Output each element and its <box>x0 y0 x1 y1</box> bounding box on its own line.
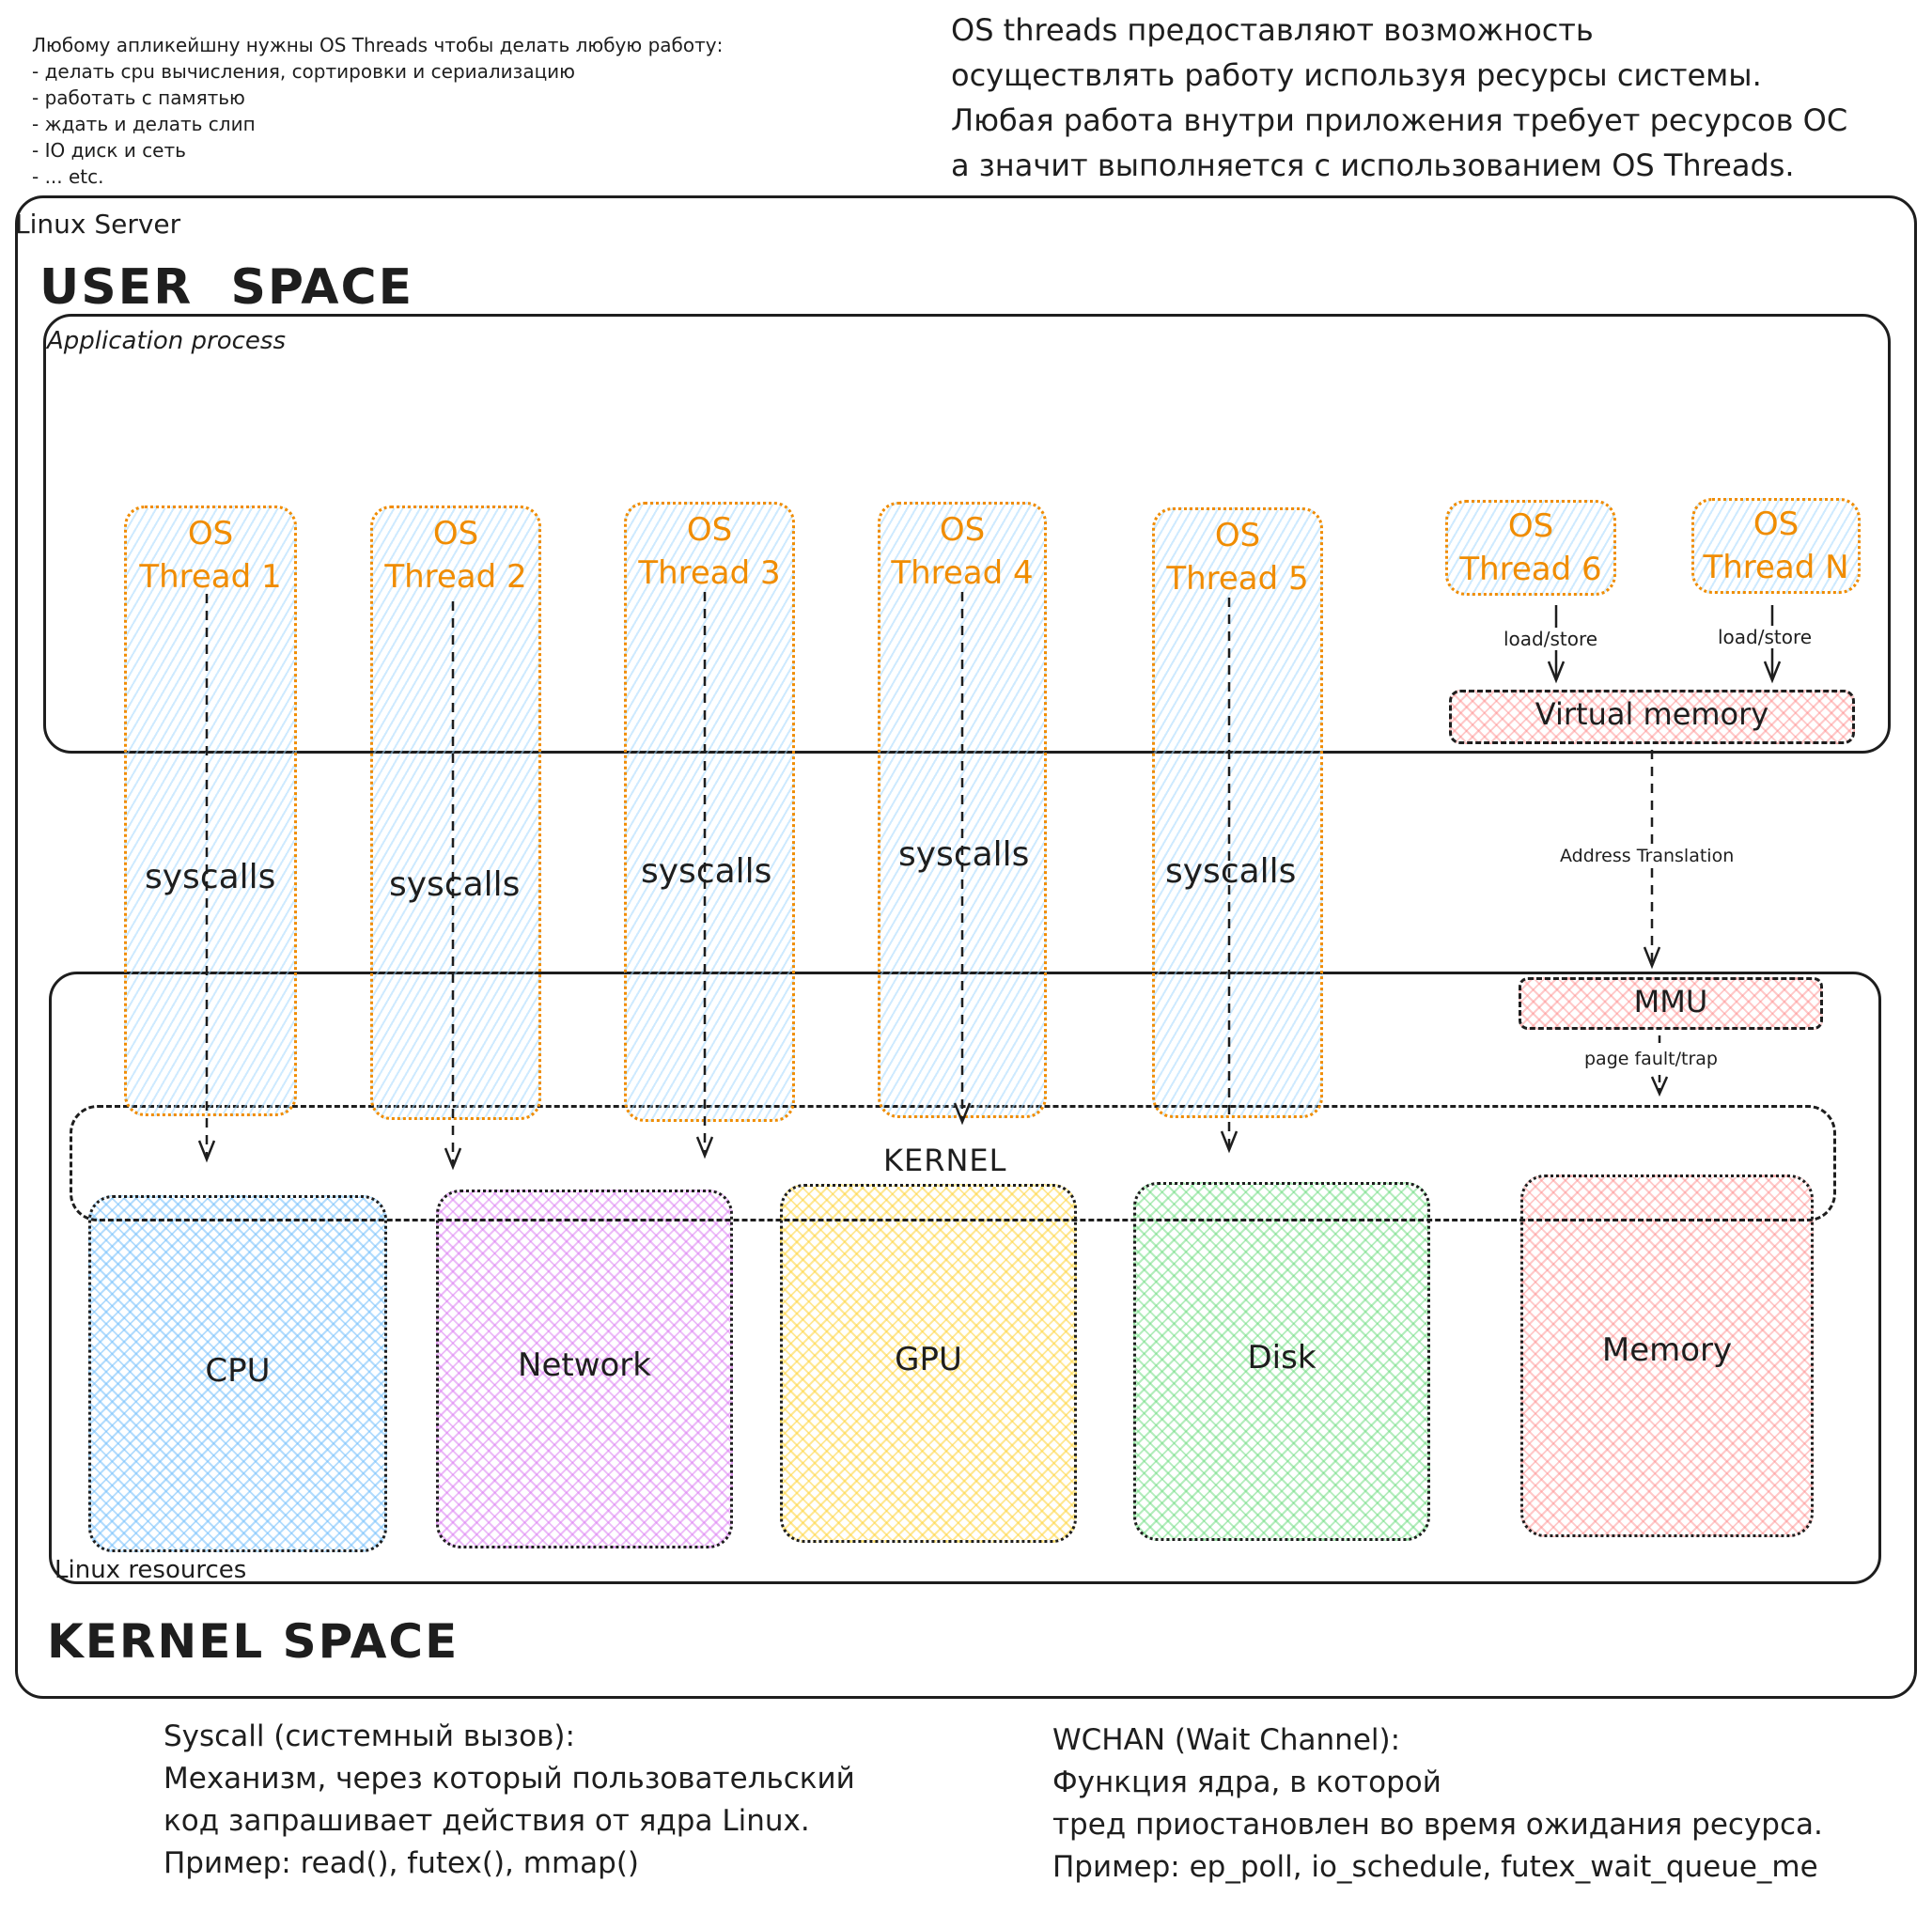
resource-gpu: GPU <box>780 1184 1077 1543</box>
syscall-label-3: syscalls <box>641 852 772 891</box>
resource-disk: Disk <box>1133 1182 1430 1541</box>
load-store-label-n: load/store <box>1718 626 1813 648</box>
wchan-definition: WCHAN (Wait Channel): Функция ядра, в ко… <box>1052 1723 1823 1884</box>
linux-resources-label: Linux resources <box>55 1556 247 1584</box>
resource-memory-label: Memory <box>1601 1331 1733 1369</box>
os-thread-5-label: OS Thread 5 <box>1166 517 1309 598</box>
resource-cpu: CPU <box>88 1195 387 1552</box>
address-translation-label: Address Translation <box>1560 846 1735 866</box>
resource-network: Network <box>436 1190 733 1548</box>
syscall-definition: Syscall (системный вызов): Механизм, чер… <box>164 1719 855 1880</box>
os-thread-1: OS Thread 1 <box>124 506 297 1116</box>
resource-disk-label: Disk <box>1247 1339 1317 1377</box>
os-thread-2: OS Thread 2 <box>370 506 541 1120</box>
os-thread-n-label: OS Thread N <box>1703 506 1849 586</box>
user-space-title: USER SPACE <box>39 259 414 316</box>
os-thread-2-label: OS Thread 2 <box>384 515 527 596</box>
note-os-threads-purpose: OS threads предоставляют возможность осу… <box>951 12 1848 183</box>
os-thread-3: OS Thread 3 <box>624 502 795 1122</box>
address-translation-arrowhead <box>1643 946 1661 970</box>
thread-4-arrowhead <box>953 1102 972 1126</box>
os-thread-6: OS Thread 6 <box>1445 500 1616 596</box>
syscall-label-5: syscalls <box>1165 852 1297 891</box>
os-thread-6-label: OS Thread 6 <box>1459 507 1602 588</box>
page-fault-label: page fault/trap <box>1584 1049 1718 1069</box>
syscall-label-1: syscalls <box>145 858 276 896</box>
linux-server-label: Linux Server <box>15 209 181 240</box>
resource-network-label: Network <box>518 1346 651 1384</box>
os-thread-5: OS Thread 5 <box>1152 507 1323 1118</box>
thread-2-arrowhead <box>444 1147 462 1171</box>
thread-5-arrowhead <box>1220 1130 1239 1154</box>
resource-memory: Memory <box>1520 1175 1814 1537</box>
thread-6-arrowhead <box>1547 661 1566 684</box>
os-thread-4-label: OS Thread 4 <box>891 511 1034 592</box>
syscall-label-2: syscalls <box>389 865 521 904</box>
mmu-label: MMU <box>1633 984 1708 1019</box>
kernel-space-title: KERNEL SPACE <box>47 1614 460 1669</box>
linux-server-container <box>15 195 1917 1699</box>
note-os-threads-needs: Любому апликейшну нужны OS Threads чтобы… <box>32 34 724 188</box>
resource-gpu-label: GPU <box>895 1341 962 1378</box>
application-process-label: Application process <box>47 327 287 355</box>
load-store-label-6: load/store <box>1504 628 1598 650</box>
mmu-box: MMU <box>1519 977 1823 1030</box>
os-thread-1-label: OS Thread 1 <box>139 515 282 596</box>
page-fault-arrowhead <box>1650 1076 1669 1097</box>
syscall-label-4: syscalls <box>898 835 1030 874</box>
kernel-label: KERNEL <box>883 1143 1007 1178</box>
thread-1-arrowhead <box>197 1140 216 1163</box>
os-thread-n: OS Thread N <box>1691 498 1861 594</box>
virtual-memory-label: Virtual memory <box>1535 696 1769 732</box>
resource-cpu-label: CPU <box>205 1352 271 1390</box>
thread-3-arrowhead <box>695 1136 714 1159</box>
os-thread-3-label: OS Thread 3 <box>638 511 781 592</box>
thread-n-arrowhead <box>1763 661 1782 684</box>
virtual-memory-box: Virtual memory <box>1449 690 1855 744</box>
